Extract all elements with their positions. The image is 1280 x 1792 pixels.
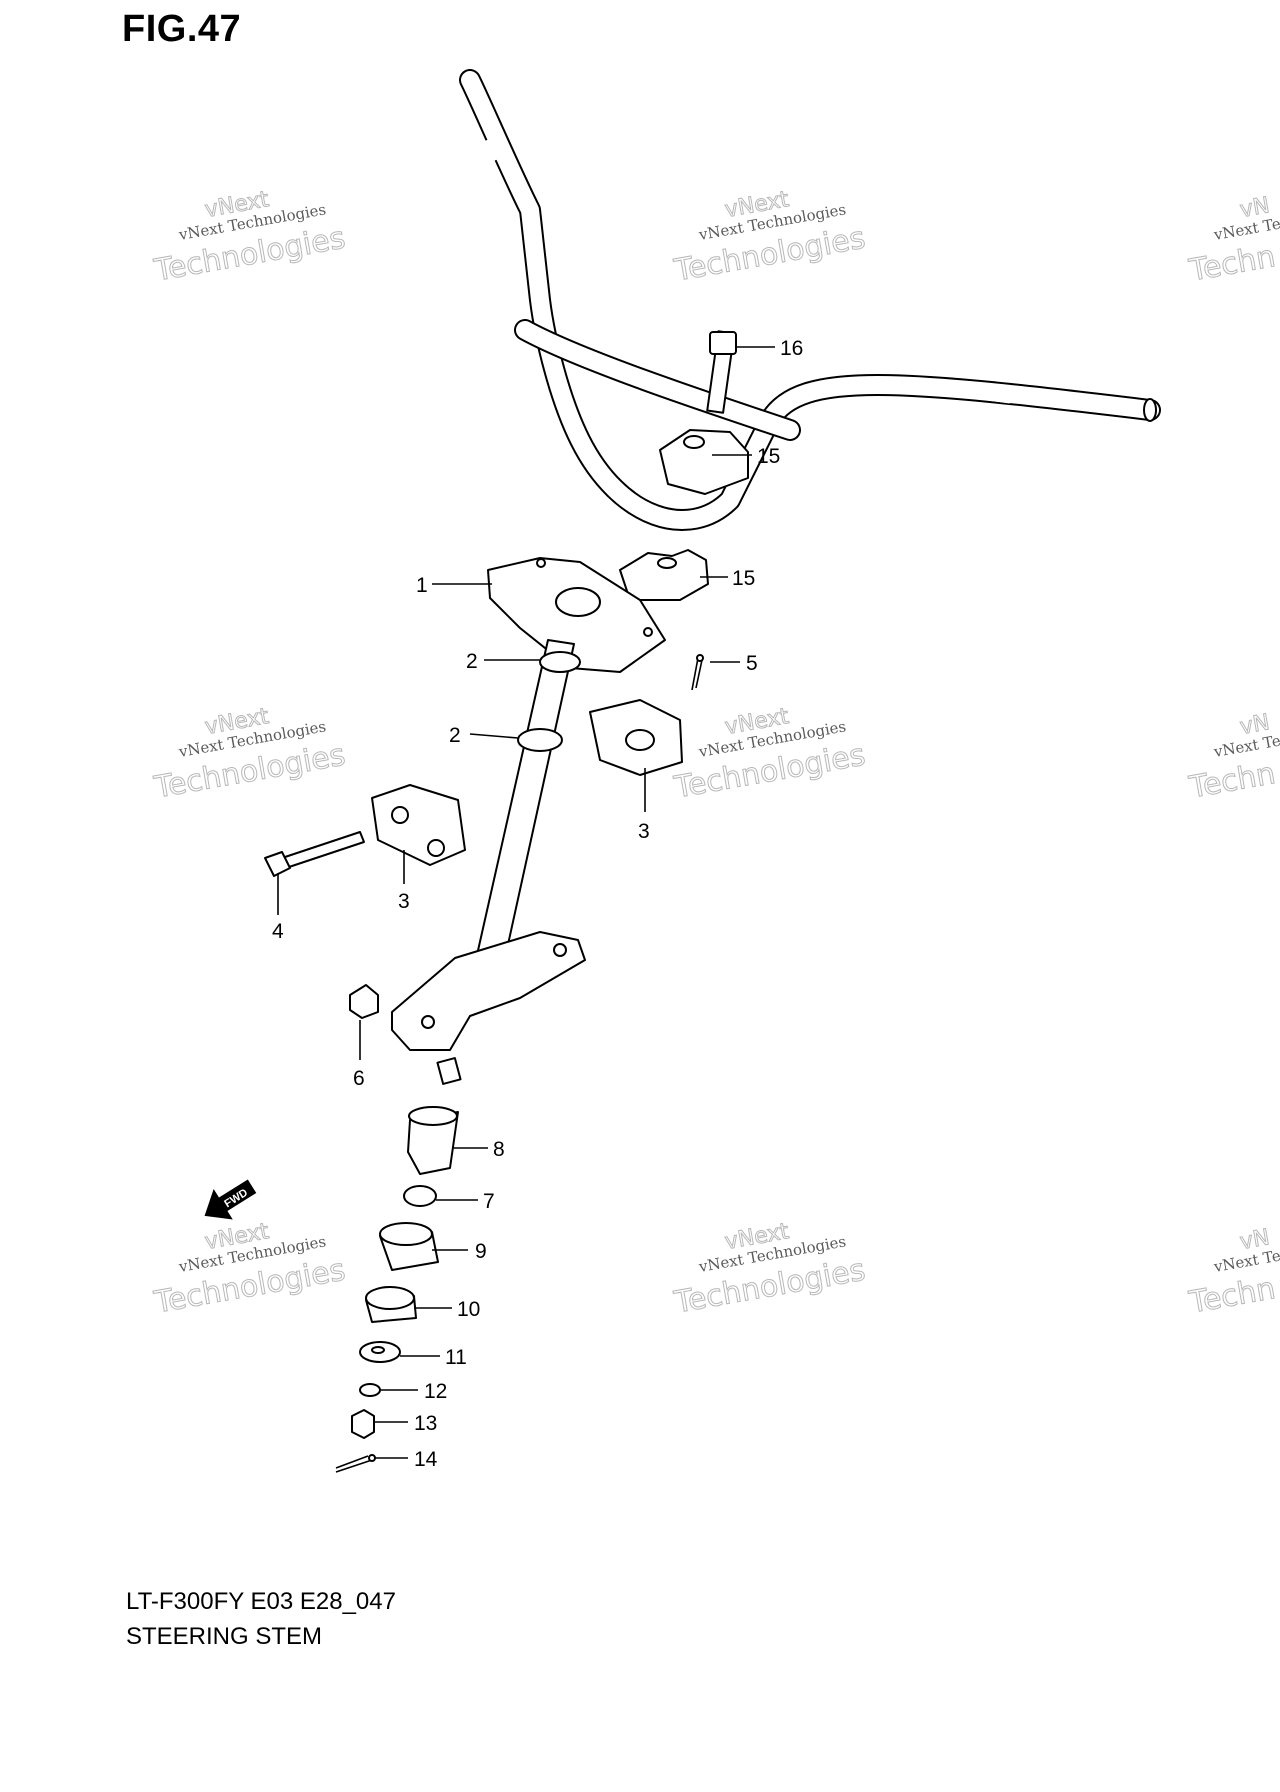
callout-3a: 3 (638, 820, 650, 843)
part-13-nut (351, 1409, 375, 1439)
callout-7: 7 (483, 1190, 495, 1213)
part-3-clamp-right (589, 699, 683, 776)
model-code-caption: LT-F300FY E03 E28_047 (126, 1588, 396, 1615)
part-1-upper-bracket (487, 557, 666, 673)
watermark-vnext: vN (1238, 1225, 1271, 1255)
part-15-lower-holder (619, 549, 709, 601)
callout-2b: 2 (449, 724, 461, 747)
part-9-oil-seal (379, 1222, 439, 1271)
callout-2a: 2 (466, 650, 478, 673)
callout-15a: 15 (757, 445, 780, 468)
watermark-vnext: vN (1238, 710, 1271, 740)
callout-12: 12 (424, 1380, 447, 1403)
part-8-bushing (407, 1106, 459, 1175)
watermark-vnext: vN (1238, 193, 1271, 223)
callout-4: 4 (272, 920, 284, 943)
section-caption: STEERING STEM (126, 1623, 323, 1650)
part-10-bearing (365, 1286, 417, 1323)
part-3-clamp-left (371, 784, 466, 866)
part-7-o-ring (403, 1185, 437, 1207)
callout-6: 6 (353, 1067, 365, 1090)
part-12-washer (359, 1383, 381, 1397)
callout-11: 11 (445, 1346, 467, 1369)
watermark-outline: Techn (1186, 239, 1278, 289)
part-15-upper-holder (659, 429, 749, 495)
part-16-bolt (706, 330, 737, 414)
part-11-washer (359, 1341, 401, 1363)
callout-5: 5 (746, 652, 758, 675)
callout-14: 14 (414, 1448, 438, 1471)
watermark-outline: Techn (1186, 1271, 1278, 1321)
watermark-outline: Techn (1186, 756, 1278, 806)
part-14-cotter-pin (335, 1454, 376, 1473)
callout-3b: 3 (398, 890, 410, 913)
callout-1: 1 (416, 574, 428, 597)
callout-10: 10 (457, 1298, 480, 1321)
callout-15b: 15 (732, 567, 755, 590)
callout-8: 8 (493, 1138, 505, 1161)
leader-lines (277, 346, 775, 1459)
handlebar (459, 69, 1161, 531)
callout-13: 13 (414, 1412, 437, 1435)
callout-labels: 1 2 2 3 3 4 5 6 7 8 9 10 11 12 13 14 15 … (272, 337, 803, 1471)
part-6-bush (349, 984, 379, 1019)
callout-16: 16 (780, 337, 803, 360)
part-4-bolt (264, 831, 365, 877)
figure-title: FIG.47 (122, 8, 242, 50)
part-5-cotter-pin (691, 654, 704, 691)
part-lower-bracket (391, 931, 586, 1085)
callout-9: 9 (475, 1240, 487, 1263)
